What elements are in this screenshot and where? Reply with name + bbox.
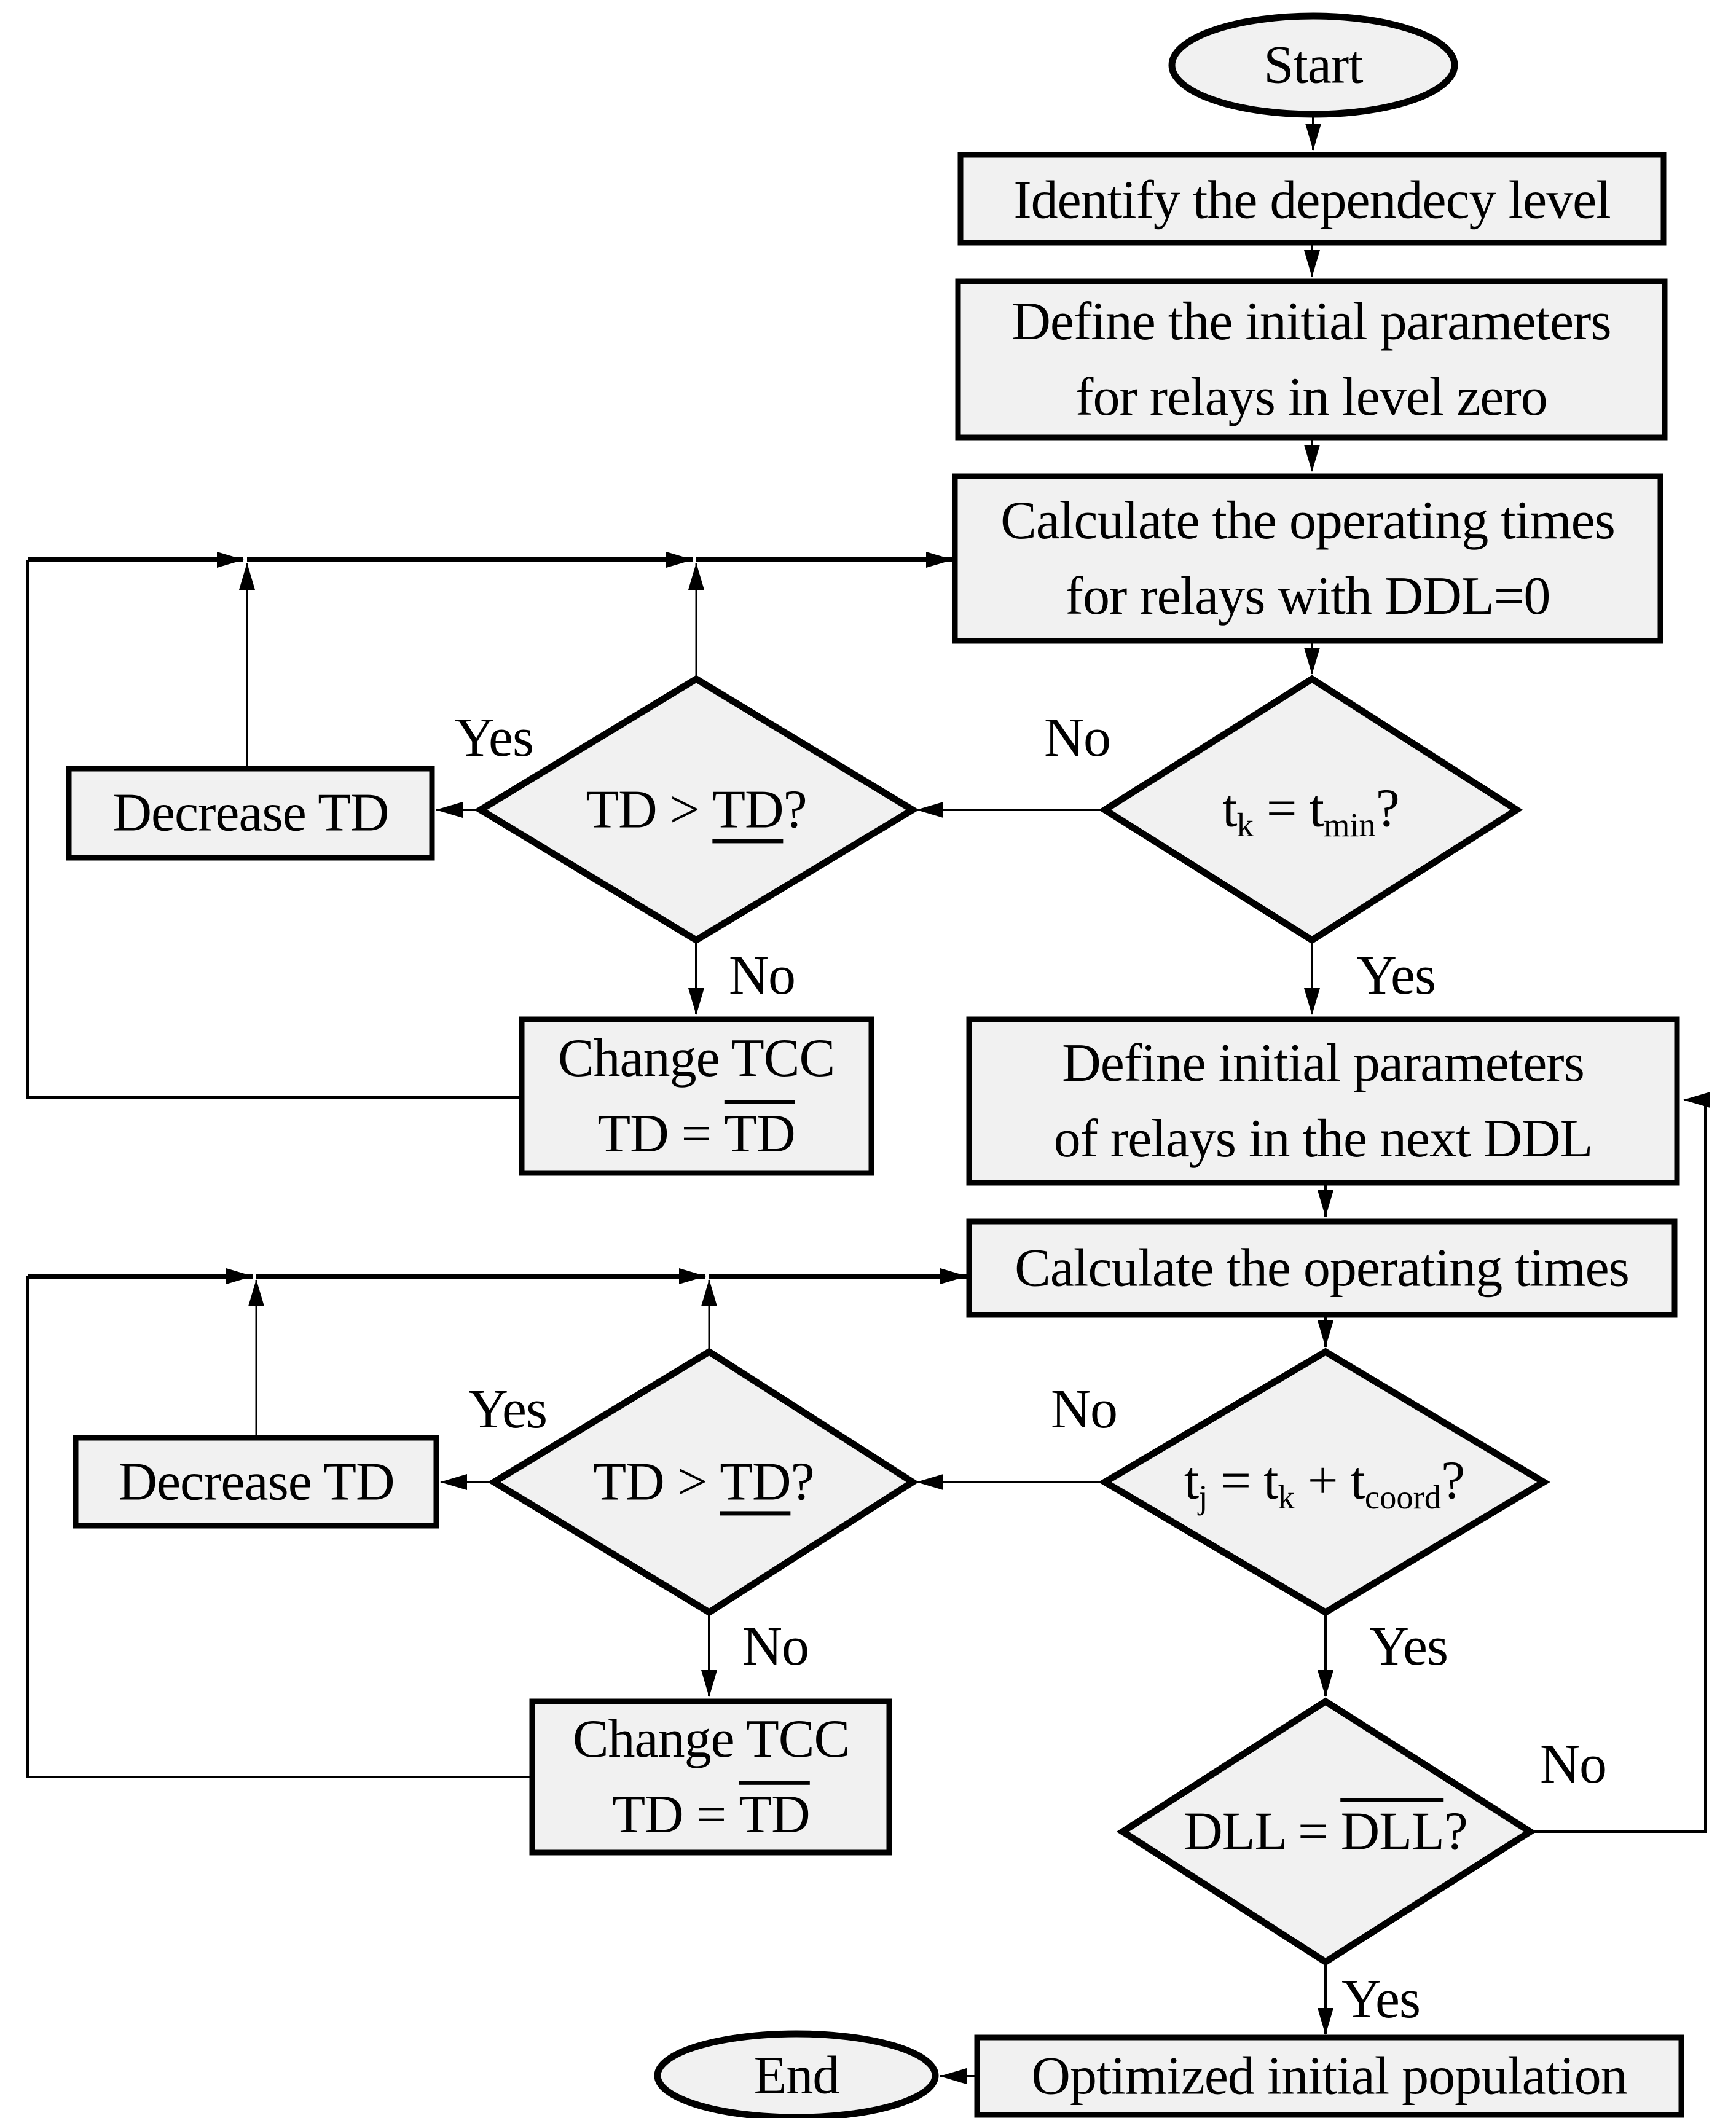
start-label: Start bbox=[1263, 35, 1363, 95]
td-decision-1-label: TD > TD? bbox=[586, 772, 807, 847]
change-tcc-2-box bbox=[529, 1698, 892, 1856]
edge-change1-loop bbox=[26, 560, 522, 1099]
td-decision-2-diamond bbox=[487, 1347, 919, 1617]
optimized-box bbox=[974, 2034, 1684, 2118]
end-terminal bbox=[654, 2030, 939, 2118]
tj-no-label: No bbox=[1051, 1379, 1118, 1440]
change-tcc-2-label: Change TCC TD = TD bbox=[572, 1701, 850, 1853]
td-decision-1-diamond bbox=[474, 675, 919, 944]
define-zero-line1: Define the initial parameters bbox=[1011, 291, 1611, 351]
identify-label: Identify the dependecy level bbox=[1013, 170, 1611, 230]
calc-times-label: Calculate the operating times bbox=[1015, 1238, 1630, 1298]
calc-times-box bbox=[966, 1218, 1678, 1318]
dll-decision-diamond bbox=[1116, 1697, 1537, 1966]
tj-decision-label: tj = tk + tcoord? bbox=[1184, 1451, 1465, 1516]
define-next-line1: Define initial parameters bbox=[1062, 1033, 1585, 1093]
identify-box bbox=[957, 152, 1667, 246]
edge-dll-no-loop bbox=[1530, 1092, 1710, 1833]
end-label: End bbox=[753, 2045, 840, 2106]
define-next-line2: of relays in the next DDL bbox=[1053, 1109, 1593, 1169]
td-decision-2-label: TD > TD? bbox=[593, 1444, 815, 1520]
calc-ddl0-box bbox=[952, 473, 1663, 644]
decrease-td-1-box bbox=[66, 766, 435, 861]
tj-yes-label: Yes bbox=[1369, 1616, 1448, 1677]
calc-ddl0-label: Calculate the operating times for relays… bbox=[1000, 483, 1616, 634]
define-next-box bbox=[966, 1016, 1680, 1186]
define-zero-box bbox=[955, 278, 1668, 441]
tk-decision-diamond bbox=[1098, 675, 1523, 944]
tk-decision-label: tk = tmin? bbox=[1222, 779, 1400, 844]
td2-no-label: No bbox=[742, 1616, 809, 1677]
tk-no-label: No bbox=[1044, 707, 1111, 768]
edge-change2-loop bbox=[26, 1276, 532, 1778]
td2-yes-label: Yes bbox=[468, 1379, 548, 1440]
dll-no-label: No bbox=[1540, 1734, 1607, 1795]
change-tcc-1-label: Change TCC TD = TD bbox=[558, 1021, 835, 1172]
change-tcc-1-line2: TD = TD bbox=[558, 1096, 835, 1172]
define-next-label: Define initial parameters of relays in t… bbox=[1054, 1026, 1593, 1177]
decrease-td-2-label: Decrease TD bbox=[118, 1452, 395, 1512]
decrease-td-2-box bbox=[73, 1435, 439, 1529]
calc-ddl0-line1: Calculate the operating times bbox=[1000, 490, 1616, 551]
dll-decision-label: DLL = DLL? bbox=[1184, 1794, 1468, 1869]
change-tcc-1-line1: Change TCC bbox=[557, 1028, 835, 1088]
change-tcc-2-line1: Change TCC bbox=[572, 1709, 850, 1769]
optimized-label: Optimized initial population bbox=[1031, 2046, 1627, 2106]
td1-yes-label: Yes bbox=[455, 707, 534, 768]
dll-yes-label: Yes bbox=[1341, 1969, 1421, 2030]
define-zero-label: Define the initial parameters for relays… bbox=[1011, 284, 1611, 435]
tj-decision-diamond bbox=[1098, 1347, 1550, 1617]
change-tcc-2-line2: TD = TD bbox=[573, 1777, 849, 1853]
decrease-td-1-label: Decrease TD bbox=[112, 783, 389, 843]
calc-ddl0-line2: for relays with DDL=0 bbox=[1065, 567, 1551, 626]
change-tcc-1-box bbox=[519, 1016, 874, 1176]
td1-no-label: No bbox=[729, 945, 796, 1006]
define-zero-line2: for relays in level zero bbox=[1075, 367, 1548, 427]
tk-yes-label: Yes bbox=[1357, 945, 1436, 1006]
start-terminal bbox=[1168, 12, 1458, 118]
